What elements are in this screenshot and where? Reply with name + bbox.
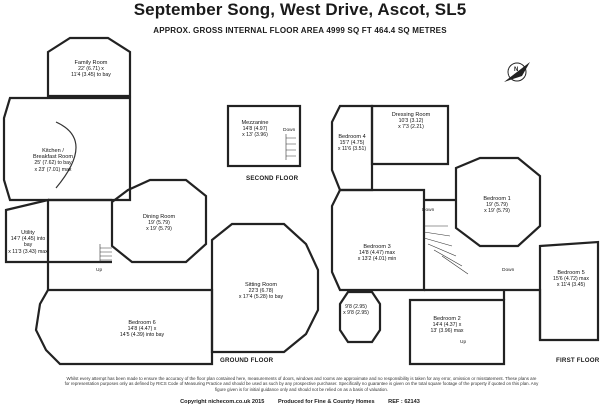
ground-hall-outline [46, 198, 112, 290]
first-floor-down-label-1: Down [422, 208, 435, 213]
bedroom5-label: Bedroom 5 15'6 (4.72) max x 11'4 (3.45) [553, 270, 589, 289]
bedroom2-outline [408, 298, 506, 366]
bedroom6-outline [34, 288, 214, 366]
footer-ref: REF : 62143 [388, 399, 420, 405]
floor-area-subtitle: APPROX. GROSS INTERNAL FLOOR AREA 4999 S… [153, 26, 447, 35]
first-floor-label: FIRST FLOOR [556, 357, 600, 364]
first-floor-down-label-2: Down [502, 268, 515, 273]
second-floor-label: SECOND FLOOR [246, 175, 299, 182]
bedroom3-outline [330, 188, 426, 292]
footer: Copyright nichecom.co.uk 2015 Produced f… [0, 399, 600, 405]
dressing-room-outline [370, 104, 450, 166]
mezzanine-outline [226, 104, 302, 168]
mezzanine-down-label: Down [283, 128, 296, 133]
footer-copyright: Copyright nichecom.co.uk 2015 [180, 399, 265, 405]
kitchen-island [55, 121, 77, 189]
ground-stairs [99, 244, 112, 262]
sitting-room-outline [210, 222, 320, 354]
first-floor-up-label: Up [460, 340, 467, 345]
first-floor-landing [424, 198, 542, 340]
compass-icon [504, 62, 530, 82]
bedroom4-label: Bedroom 4 15'7 (4.75) x 11'6 (3.51) [337, 134, 367, 153]
bedroom5-outline [538, 240, 600, 342]
ground-floor-label: GROUND FLOOR [220, 357, 274, 364]
utility-label: Utility 14'7 (4.45) into bay x 11'3 (3.4… [8, 230, 48, 255]
dressing-room-label: Dressing Room 10'3 (3.12) x 7'3 (2.21) [391, 112, 431, 131]
first-stairs [423, 225, 469, 275]
kitchen-outline [2, 96, 132, 202]
compass-north-label: N [514, 67, 519, 73]
bedroom6-label: Bedroom 6 14'8 (4.47) x 14'5 (4.39) into… [119, 320, 165, 339]
footer-produced: Produced for Fine & Country Homes [277, 399, 375, 405]
family-room-label: Family Room 22' (6.71) x 11'4 (3.45) to … [71, 60, 111, 79]
mezz-stairs [285, 134, 296, 160]
page-title: September Song, West Drive, Ascot, SL5 [133, 0, 467, 19]
bay-room-outline [338, 290, 382, 344]
bedroom2-label: Bedroom 2 14'4 (4.37) x 13' (3.96) max [430, 316, 464, 335]
ground-stairs-up-label: Up [96, 268, 103, 273]
family-room-outline [46, 36, 132, 98]
kitchen-label: Kitchen / Breakfast Room 25' (7.62) to b… [32, 148, 74, 173]
bedroom1-label: Bedroom 1 19' (5.79) x 19' (5.79) [483, 196, 511, 215]
mezzanine-label: Mezzanine 14'8 (4.97) x 13' (3.96) [241, 120, 269, 139]
dining-room-outline [110, 178, 208, 264]
dining-room-label: Dining Room 19' (5.79) x 19' (5.79) [142, 214, 176, 233]
sitting-room-label: Sitting Room 22'3 (6.78) x 17'4 (5.28) t… [238, 282, 284, 301]
bedroom1-outline [454, 156, 542, 248]
bedroom3-label: Bedroom 3 14'8 (4.47) max x 13'2 (4.01) … [357, 244, 397, 263]
bay-room-label: 9'8 (2.95) x 9'8 (2.95) [343, 304, 369, 317]
disclaimer-text: Whilst every attempt has been made to en… [64, 376, 539, 392]
